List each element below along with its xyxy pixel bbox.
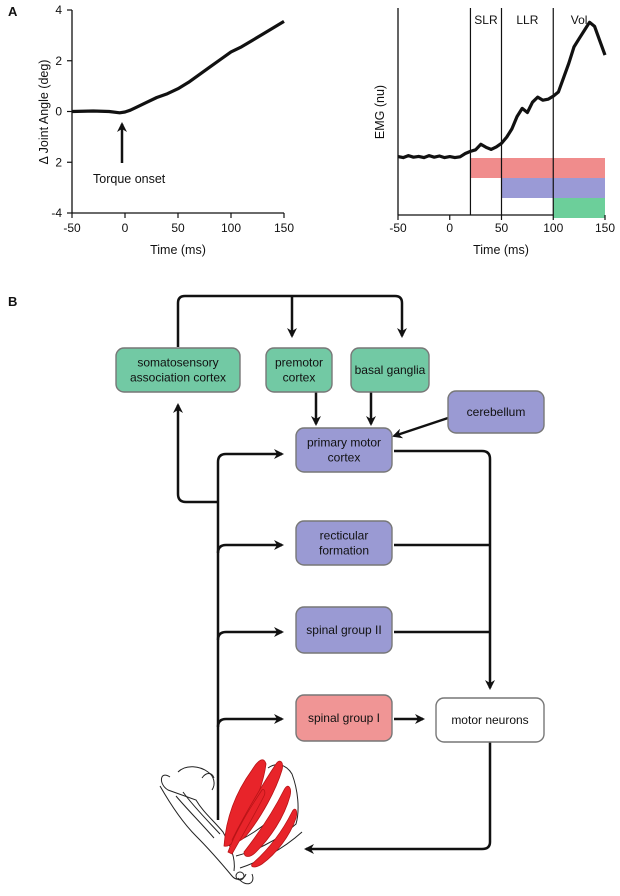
afferent-to-recticular-line (216, 540, 284, 554)
panel-b-label: B (8, 294, 17, 309)
panel-a-label: A (8, 4, 18, 19)
phase-label: SLR (474, 13, 498, 27)
node-box (295, 520, 393, 566)
y-tick-label: 0 (55, 105, 62, 119)
x-tick-label: 150 (274, 221, 294, 235)
node-motor-neurons: motor neurons (435, 697, 545, 743)
node-box (115, 347, 241, 393)
x-tick-label: 100 (221, 221, 241, 235)
x-tick-label: -50 (389, 221, 407, 235)
node-cerebellum: cerebellum (447, 390, 545, 434)
joint-angle-series-line (71, 20, 285, 115)
node-box (435, 697, 545, 743)
phase-bar (470, 158, 605, 178)
node-label: motor neurons (451, 713, 528, 727)
node-box (295, 694, 393, 742)
node-basal-ganglia: basal ganglia (350, 347, 430, 393)
x-tick-label: 50 (171, 221, 185, 235)
y-tick-label: -4 (51, 206, 62, 220)
node-box (350, 347, 430, 393)
y-tick-label: 2 (55, 155, 62, 169)
joint-angle-x-label: Time (ms) (150, 243, 206, 257)
node-label: spinal group II (306, 623, 381, 637)
loop-top-line (176, 294, 407, 347)
afferent-to-spinal1-line (216, 714, 284, 728)
joint-angle-y-label: Δ Joint Angle (deg) (37, 60, 51, 165)
arm-muscles (223, 759, 298, 868)
node-label: spinal group I (308, 711, 380, 725)
phase-label: Vol (571, 13, 588, 27)
emg-series-line (397, 20, 607, 160)
motor-neurons-to-arm-line (304, 742, 492, 854)
cerebellum-to-primary-arrow (392, 416, 449, 439)
x-tick-label: 0 (446, 221, 453, 235)
x-tick-label: 100 (543, 221, 563, 235)
afferent-to-spinal2-line (216, 627, 284, 641)
x-tick-label: 0 (122, 221, 129, 235)
emg-y-label: EMG (nu) (373, 85, 387, 139)
torque-onset-label: Torque onset (93, 172, 166, 186)
node-box (265, 347, 333, 393)
x-tick-label: -50 (63, 221, 81, 235)
node-label: cerebellum (467, 405, 526, 419)
y-tick-label: 2 (55, 54, 62, 68)
x-tick-label: 150 (595, 221, 615, 235)
phase-bar (553, 198, 605, 218)
emg-x-label: Time (ms) (473, 243, 529, 257)
x-tick-label: 50 (495, 221, 509, 235)
node-box (295, 606, 393, 654)
y-tick-label: 4 (55, 3, 62, 17)
node-box (447, 390, 545, 434)
motor-control-diagram (173, 294, 495, 854)
joint-angle-chart: -50 0 50 100 150 4 2 0 2 -4 Δ Joint Angle (deg) T… (37, 3, 294, 257)
arm-illustration (159, 764, 303, 885)
afferent-trunk-line (216, 449, 284, 820)
primary-to-motor-neurons-line (394, 449, 495, 690)
emg-chart: SLR LLR Vol -50 0 50 100 150 EMG (nu) Time (ms… (373, 8, 615, 257)
phase-label: LLR (516, 13, 538, 27)
node-spinal2: spinal group II (295, 606, 393, 654)
feedback-to-somatosensory-line (173, 403, 218, 504)
node-box (295, 427, 393, 473)
node-label: basal ganglia (355, 363, 426, 377)
node-spinal1: spinal group I (295, 694, 393, 742)
